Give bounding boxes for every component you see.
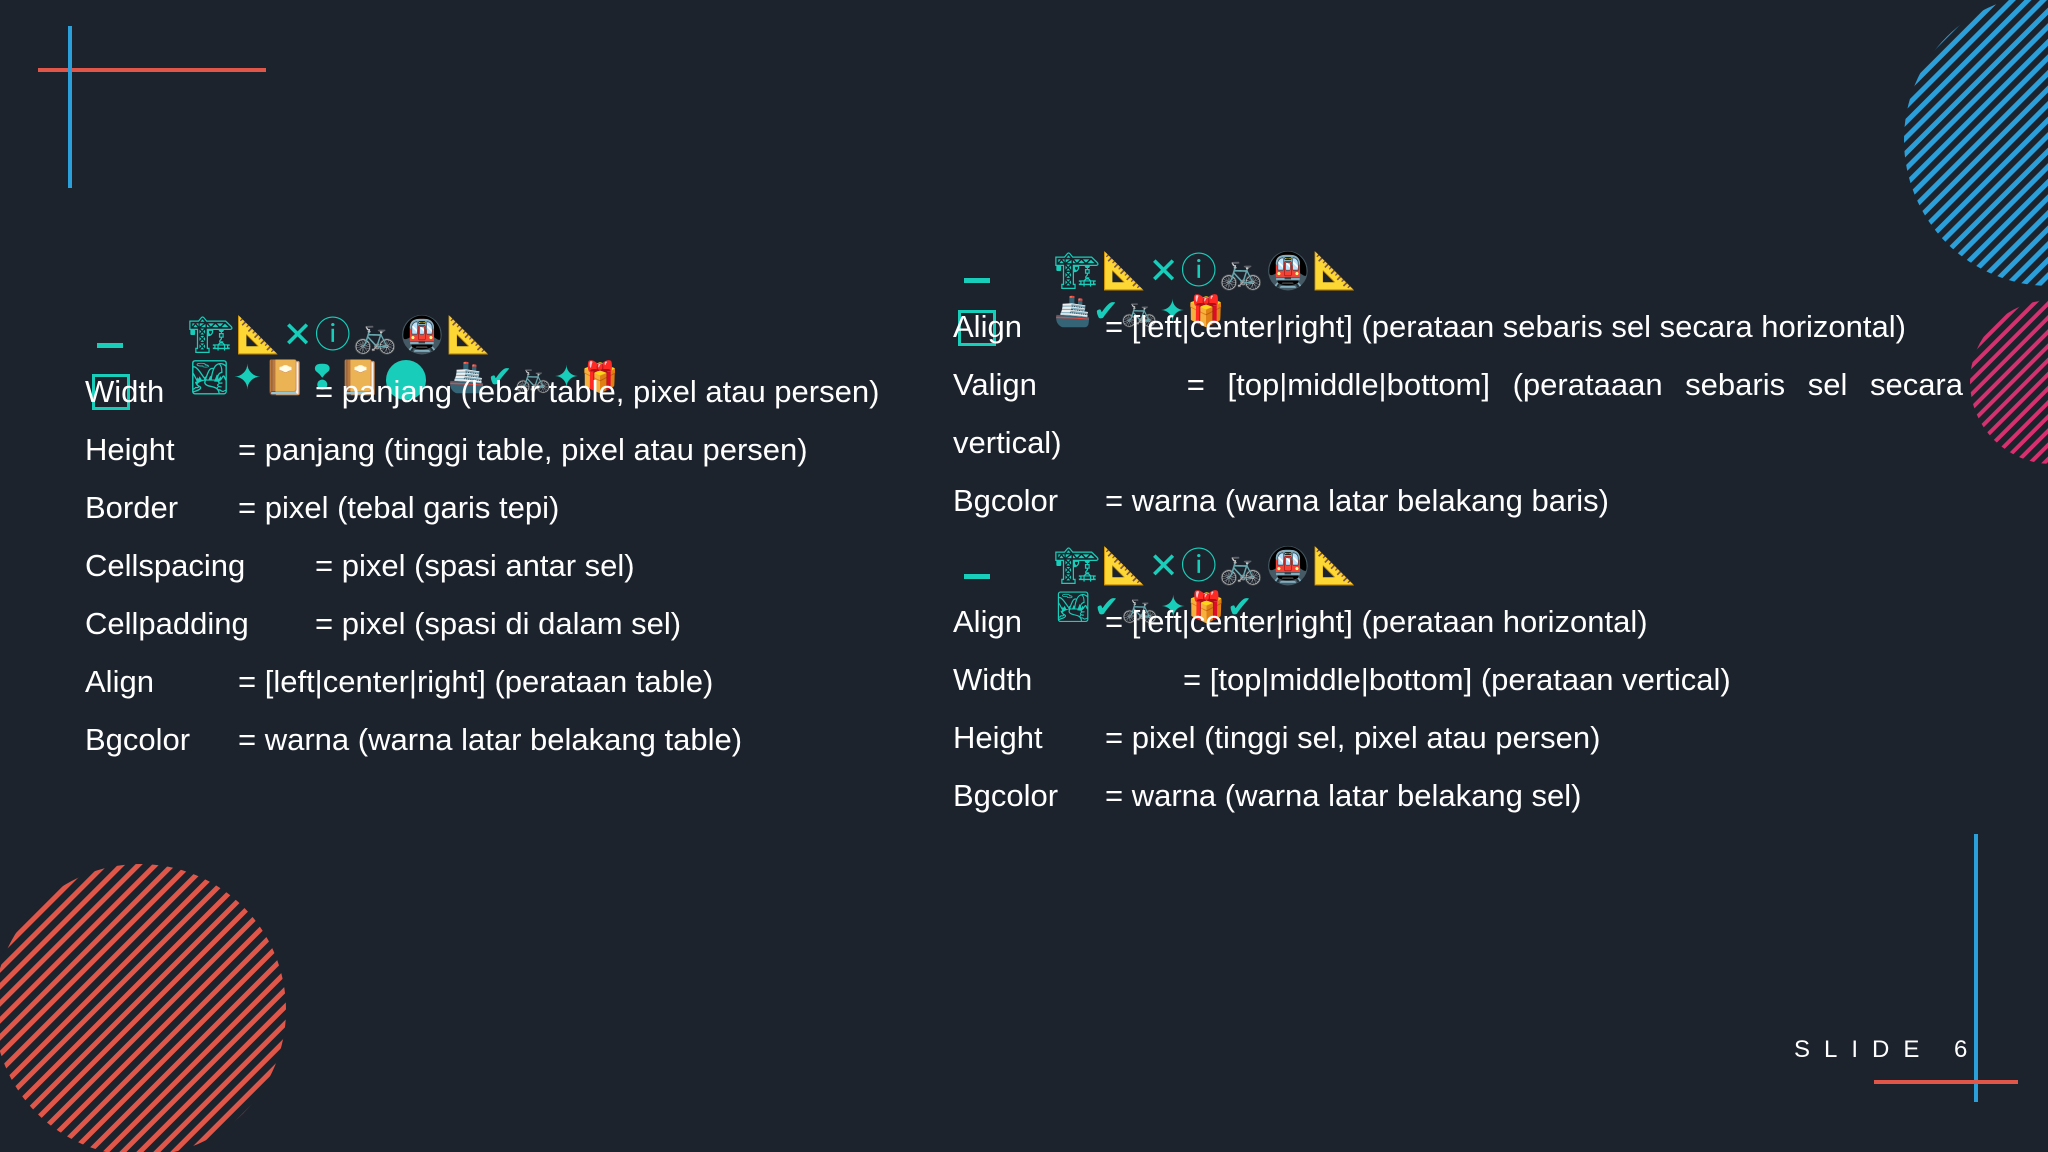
decor-pink-hatched-circle bbox=[1970, 300, 2048, 464]
bottom-right-vertical-line bbox=[1974, 834, 1978, 1102]
heading-dash-glyph bbox=[97, 343, 123, 348]
row-heading-box-glyph bbox=[958, 310, 996, 346]
heading-symbol-glyphs-line2b: 🚢✔🚲✦🎁 bbox=[448, 360, 621, 395]
row-heading-dash-glyph bbox=[964, 278, 990, 283]
heading-dot-glyph bbox=[386, 360, 426, 400]
heading-symbol-glyphs-line2: 🏞✦📔❢📔 bbox=[188, 358, 383, 398]
cell-heading-symbol-glyphs-line2: 🏞✔🚲✦🎁✔ bbox=[1054, 590, 1255, 625]
slide-number: SLIDE 6 bbox=[1794, 1036, 1982, 1063]
row-heading-symbol-glyphs: 🏗📐✕ⓘ🚲🚇📐 bbox=[1054, 251, 1360, 292]
heading-symbol-glyphs: 🏗📐✕ⓘ🚲🚇📐 bbox=[188, 315, 494, 356]
decor-red-hatched-circle bbox=[0, 864, 286, 1152]
cell-heading-dash-glyph bbox=[964, 574, 990, 579]
heading-box-glyph bbox=[92, 374, 130, 410]
cell-heading-symbol-glyphs: 🏗📐✕ⓘ🚲🚇📐 bbox=[1054, 546, 1360, 587]
row-heading-symbol-glyphs-line2: 🚢✔🚲✦🎁 bbox=[1054, 294, 1227, 329]
top-left-horizontal-line bbox=[38, 68, 266, 72]
decor-blue-hatched-circle bbox=[1904, 0, 2048, 286]
bottom-right-horizontal-line bbox=[1874, 1080, 2018, 1084]
top-left-vertical-line bbox=[68, 26, 72, 188]
